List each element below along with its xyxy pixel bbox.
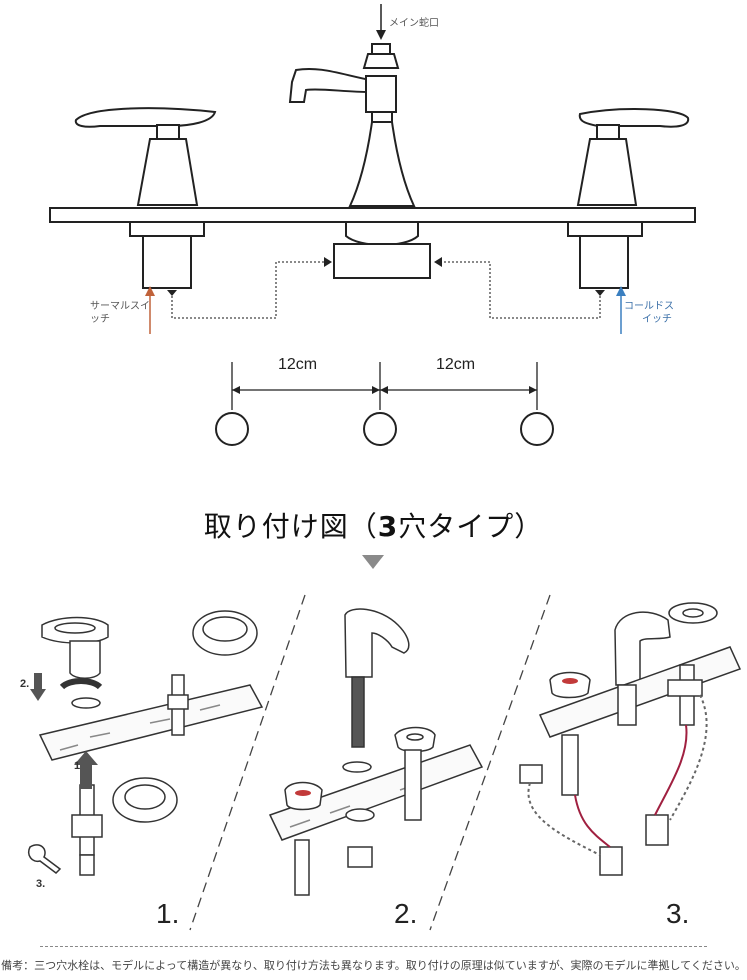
title-suffix: 穴タイプ） — [398, 510, 544, 543]
step-1-number: 1. — [156, 898, 180, 929]
cold-switch-label-line2: イッチ — [642, 314, 672, 325]
spacing-left-label: 12cm — [278, 356, 318, 373]
title-number: 3 — [377, 510, 399, 543]
substep-2-label: 2. — [20, 678, 30, 690]
right-handle — [567, 108, 690, 289]
water-line-connectors — [171, 261, 601, 319]
countertop — [49, 207, 696, 223]
main-faucet-label: メイン蛇口 — [389, 18, 439, 29]
mounting-hole-right — [520, 412, 554, 446]
spacing-right-label: 12cm — [436, 356, 476, 373]
panel-1-arrows — [28, 673, 103, 874]
substep-1-label: 1 — [74, 760, 81, 772]
down-arrow-icon — [30, 689, 46, 701]
substep-3-label: 3. — [36, 878, 46, 890]
right-inlet-arrowhead — [434, 257, 442, 267]
left-handle — [74, 107, 217, 289]
hot-switch-label-line1: サーマルスイ — [90, 301, 150, 312]
right-outlet-marker — [595, 290, 605, 296]
cold-switch-label-line1: コールドス — [624, 301, 674, 312]
faucet-elevation-diagram — [49, 4, 696, 446]
up-arrow-icon — [74, 751, 98, 765]
down-arrow-icon — [376, 30, 386, 40]
footer-divider — [40, 946, 707, 947]
title-prefix: 取り付け図（ — [203, 510, 378, 543]
main-spout — [288, 43, 431, 279]
left-inlet-arrowhead — [324, 257, 332, 267]
panel-divider-1 — [189, 594, 306, 931]
left-outlet-marker — [167, 290, 177, 296]
panel-3-drawing — [519, 602, 742, 876]
dropdown-triangle-icon — [362, 555, 384, 569]
panel-1-drawing — [38, 610, 264, 876]
panel-3-hoses — [527, 694, 708, 856]
hot-switch-label-line2: ッチ — [90, 314, 110, 325]
step-3-number: 3. — [666, 898, 690, 929]
hole-spacing-dimensions — [231, 362, 538, 410]
cold-switch-label: コールドス イッチ — [624, 300, 674, 326]
mounting-hole-left — [215, 412, 249, 446]
footer-note: 備考：三つ穴水栓は、モデルによって構造が異なり、取り付け方法も異なります。取り付… — [1, 959, 746, 972]
installation-steps-illustration — [28, 594, 742, 931]
panel-divider-2 — [429, 594, 551, 931]
step-2-number: 2. — [394, 898, 418, 929]
panel-2-drawing — [268, 608, 484, 896]
rotate-arrow-icon — [59, 678, 103, 690]
hot-switch-label: サーマルスイ ッチ — [90, 300, 150, 326]
wrench-icon — [28, 844, 62, 874]
installation-title: 取り付け図（3穴タイプ） — [0, 505, 747, 545]
mounting-hole-center — [363, 412, 397, 446]
